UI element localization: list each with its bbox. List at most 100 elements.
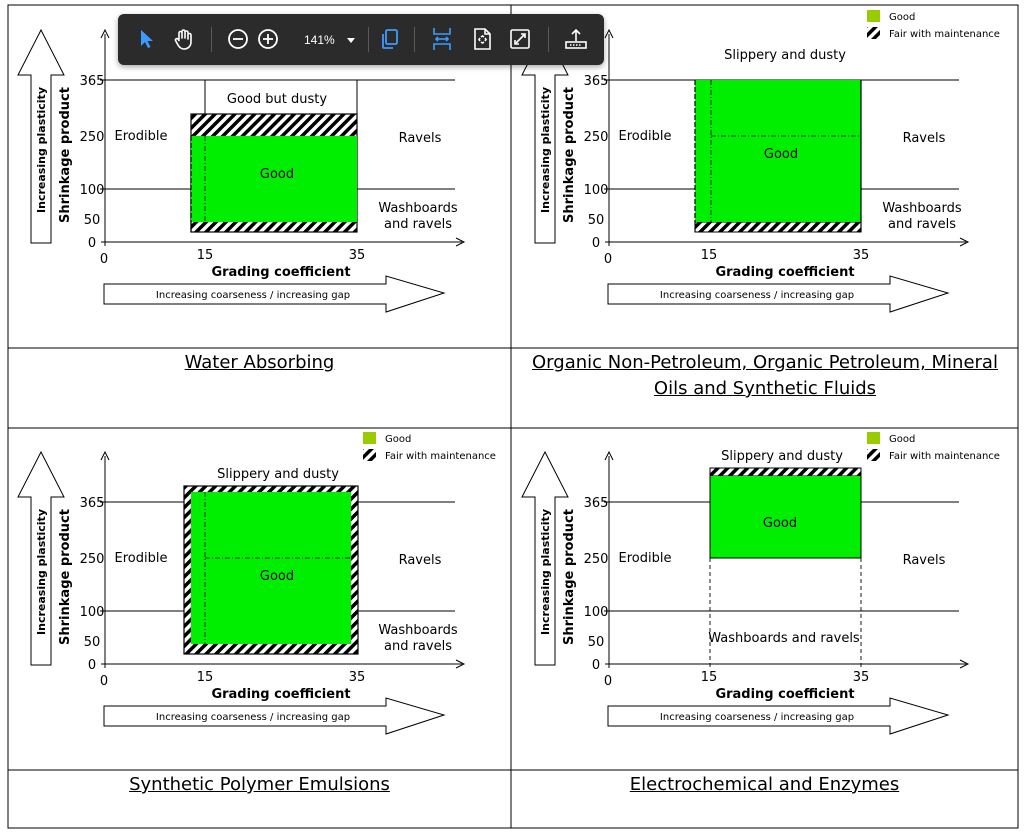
y-axis-title: Shrinkage product: [58, 509, 73, 645]
select-pointer-icon[interactable]: [131, 23, 163, 55]
toolbar-separator: [211, 27, 212, 52]
y-tick-label: 250: [584, 552, 609, 567]
zone-label-right: Ravels: [903, 553, 946, 568]
legend-fair-label: Fair with maintenance: [889, 451, 1000, 462]
coarseness-arrow: [607, 275, 950, 313]
fair-zone: [694, 221, 862, 233]
caption-organic-oils: Organic Non-Petroleum, Organic Petroleum…: [532, 352, 998, 399]
x-tick-label: 15: [701, 248, 718, 263]
y-tick-label: 365: [584, 496, 609, 511]
good-zone: [695, 80, 861, 222]
zoom-out-icon[interactable]: [222, 23, 254, 55]
y-tick-label: 0: [88, 658, 96, 673]
y-outer-label: Increasing plasticity: [539, 509, 552, 635]
legend-good-label: Good: [385, 434, 411, 445]
legend-good-label: Good: [889, 12, 915, 23]
coarseness-arrow: [103, 275, 446, 313]
x-axis-title: Grading coefficient: [715, 687, 854, 702]
y-tick-label: 0: [592, 658, 600, 673]
x-tick-label: 35: [853, 670, 870, 685]
x-tick-label: 35: [349, 670, 366, 685]
x-arrow-label: Increasing coarseness / increasing gap: [660, 290, 854, 301]
y-axis-title: Shrinkage product: [562, 509, 577, 645]
y-tick-label: 0: [88, 236, 96, 251]
x-tick-label: 35: [853, 248, 870, 263]
zone-label-left: Erodible: [619, 551, 672, 566]
toolbar-separator: [368, 27, 369, 52]
y-outer-label: Increasing plasticity: [35, 509, 48, 635]
zone-label-good: Good: [260, 569, 294, 584]
x-tick-label: 0: [604, 674, 612, 689]
plasticity-arrow: [521, 450, 569, 666]
y-tick-label: 365: [80, 74, 105, 89]
y-outer-label: Increasing plasticity: [35, 87, 48, 213]
zone-label-left: Erodible: [115, 129, 168, 144]
caption-synthetic-polymer: Synthetic Polymer Emulsions: [129, 774, 390, 795]
legend-good-swatch: [867, 10, 880, 22]
pdf-toolbar: 141%: [118, 14, 604, 65]
plasticity-arrow: [17, 28, 65, 244]
y-tick-label: 100: [584, 183, 609, 198]
coarseness-arrow: [607, 697, 950, 735]
legend-fair-swatch: [867, 449, 880, 461]
toolbar-separator: [414, 27, 415, 52]
zoom-level-dropdown[interactable]: 141%: [295, 26, 363, 53]
y-tick-label: 250: [584, 130, 609, 145]
legend-fair-swatch: [363, 449, 376, 461]
zone-label-top: Slippery and dusty: [721, 449, 843, 464]
legend-good-swatch: [363, 432, 376, 444]
y-tick-label: 100: [80, 183, 105, 198]
export-tray-icon[interactable]: [560, 23, 592, 55]
y-tick-label: 50: [84, 213, 101, 228]
y-tick-label: 100: [584, 605, 609, 620]
x-axis-title: Grading coefficient: [211, 265, 350, 280]
zoom-in-icon[interactable]: [252, 23, 284, 55]
fullscreen-icon[interactable]: [504, 23, 536, 55]
legend-fair-swatch: [867, 27, 880, 39]
zone-label-top: Slippery and dusty: [724, 48, 846, 63]
zone-label-left: Erodible: [619, 129, 672, 144]
good-zone: [710, 476, 861, 558]
y-tick-label: 50: [588, 213, 605, 228]
x-tick-label: 0: [100, 252, 108, 267]
x-axis-title: Grading coefficient: [715, 265, 854, 280]
pan-hand-icon[interactable]: [168, 23, 200, 55]
x-arrow-label: Increasing coarseness / increasing gap: [156, 290, 350, 301]
y-tick-label: 100: [80, 605, 105, 620]
zone-label-right: Ravels: [399, 131, 442, 146]
legend-fair-label: Fair with maintenance: [889, 29, 1000, 40]
y-tick-label: 365: [80, 496, 105, 511]
zone-label-top: Slippery and dusty: [217, 467, 339, 482]
zone-label-top: Good but dusty: [227, 92, 327, 107]
chevron-down-icon: [347, 38, 355, 43]
legend-good-label: Good: [889, 434, 915, 445]
caption-water-absorbing: Water Absorbing: [184, 352, 335, 373]
fit-page-icon[interactable]: [466, 23, 498, 55]
x-arrow-label: Increasing coarseness / increasing gap: [660, 712, 854, 723]
zone-label-good: Good: [260, 167, 294, 182]
x-tick-label: 15: [197, 248, 214, 263]
zone-label-good: Good: [763, 516, 797, 531]
fair-zone: [709, 467, 862, 477]
legend-fair-label: Fair with maintenance: [385, 451, 496, 462]
x-arrow-label: Increasing coarseness / increasing gap: [156, 712, 350, 723]
x-tick-label: 15: [701, 670, 718, 685]
x-tick-label: 0: [100, 674, 108, 689]
legend-good-swatch: [867, 432, 880, 444]
y-tick-label: 365: [584, 74, 609, 89]
plasticity-arrow: [17, 450, 65, 666]
zone-label-right: Ravels: [903, 131, 946, 146]
coarseness-arrow: [103, 697, 446, 735]
y-tick-label: 250: [80, 130, 105, 145]
zone-label-left: Erodible: [115, 551, 168, 566]
fit-width-icon[interactable]: [426, 23, 458, 55]
copy-pages-icon[interactable]: [374, 23, 406, 55]
zone-label-right: Ravels: [399, 553, 442, 568]
x-tick-label: 0: [604, 252, 612, 267]
